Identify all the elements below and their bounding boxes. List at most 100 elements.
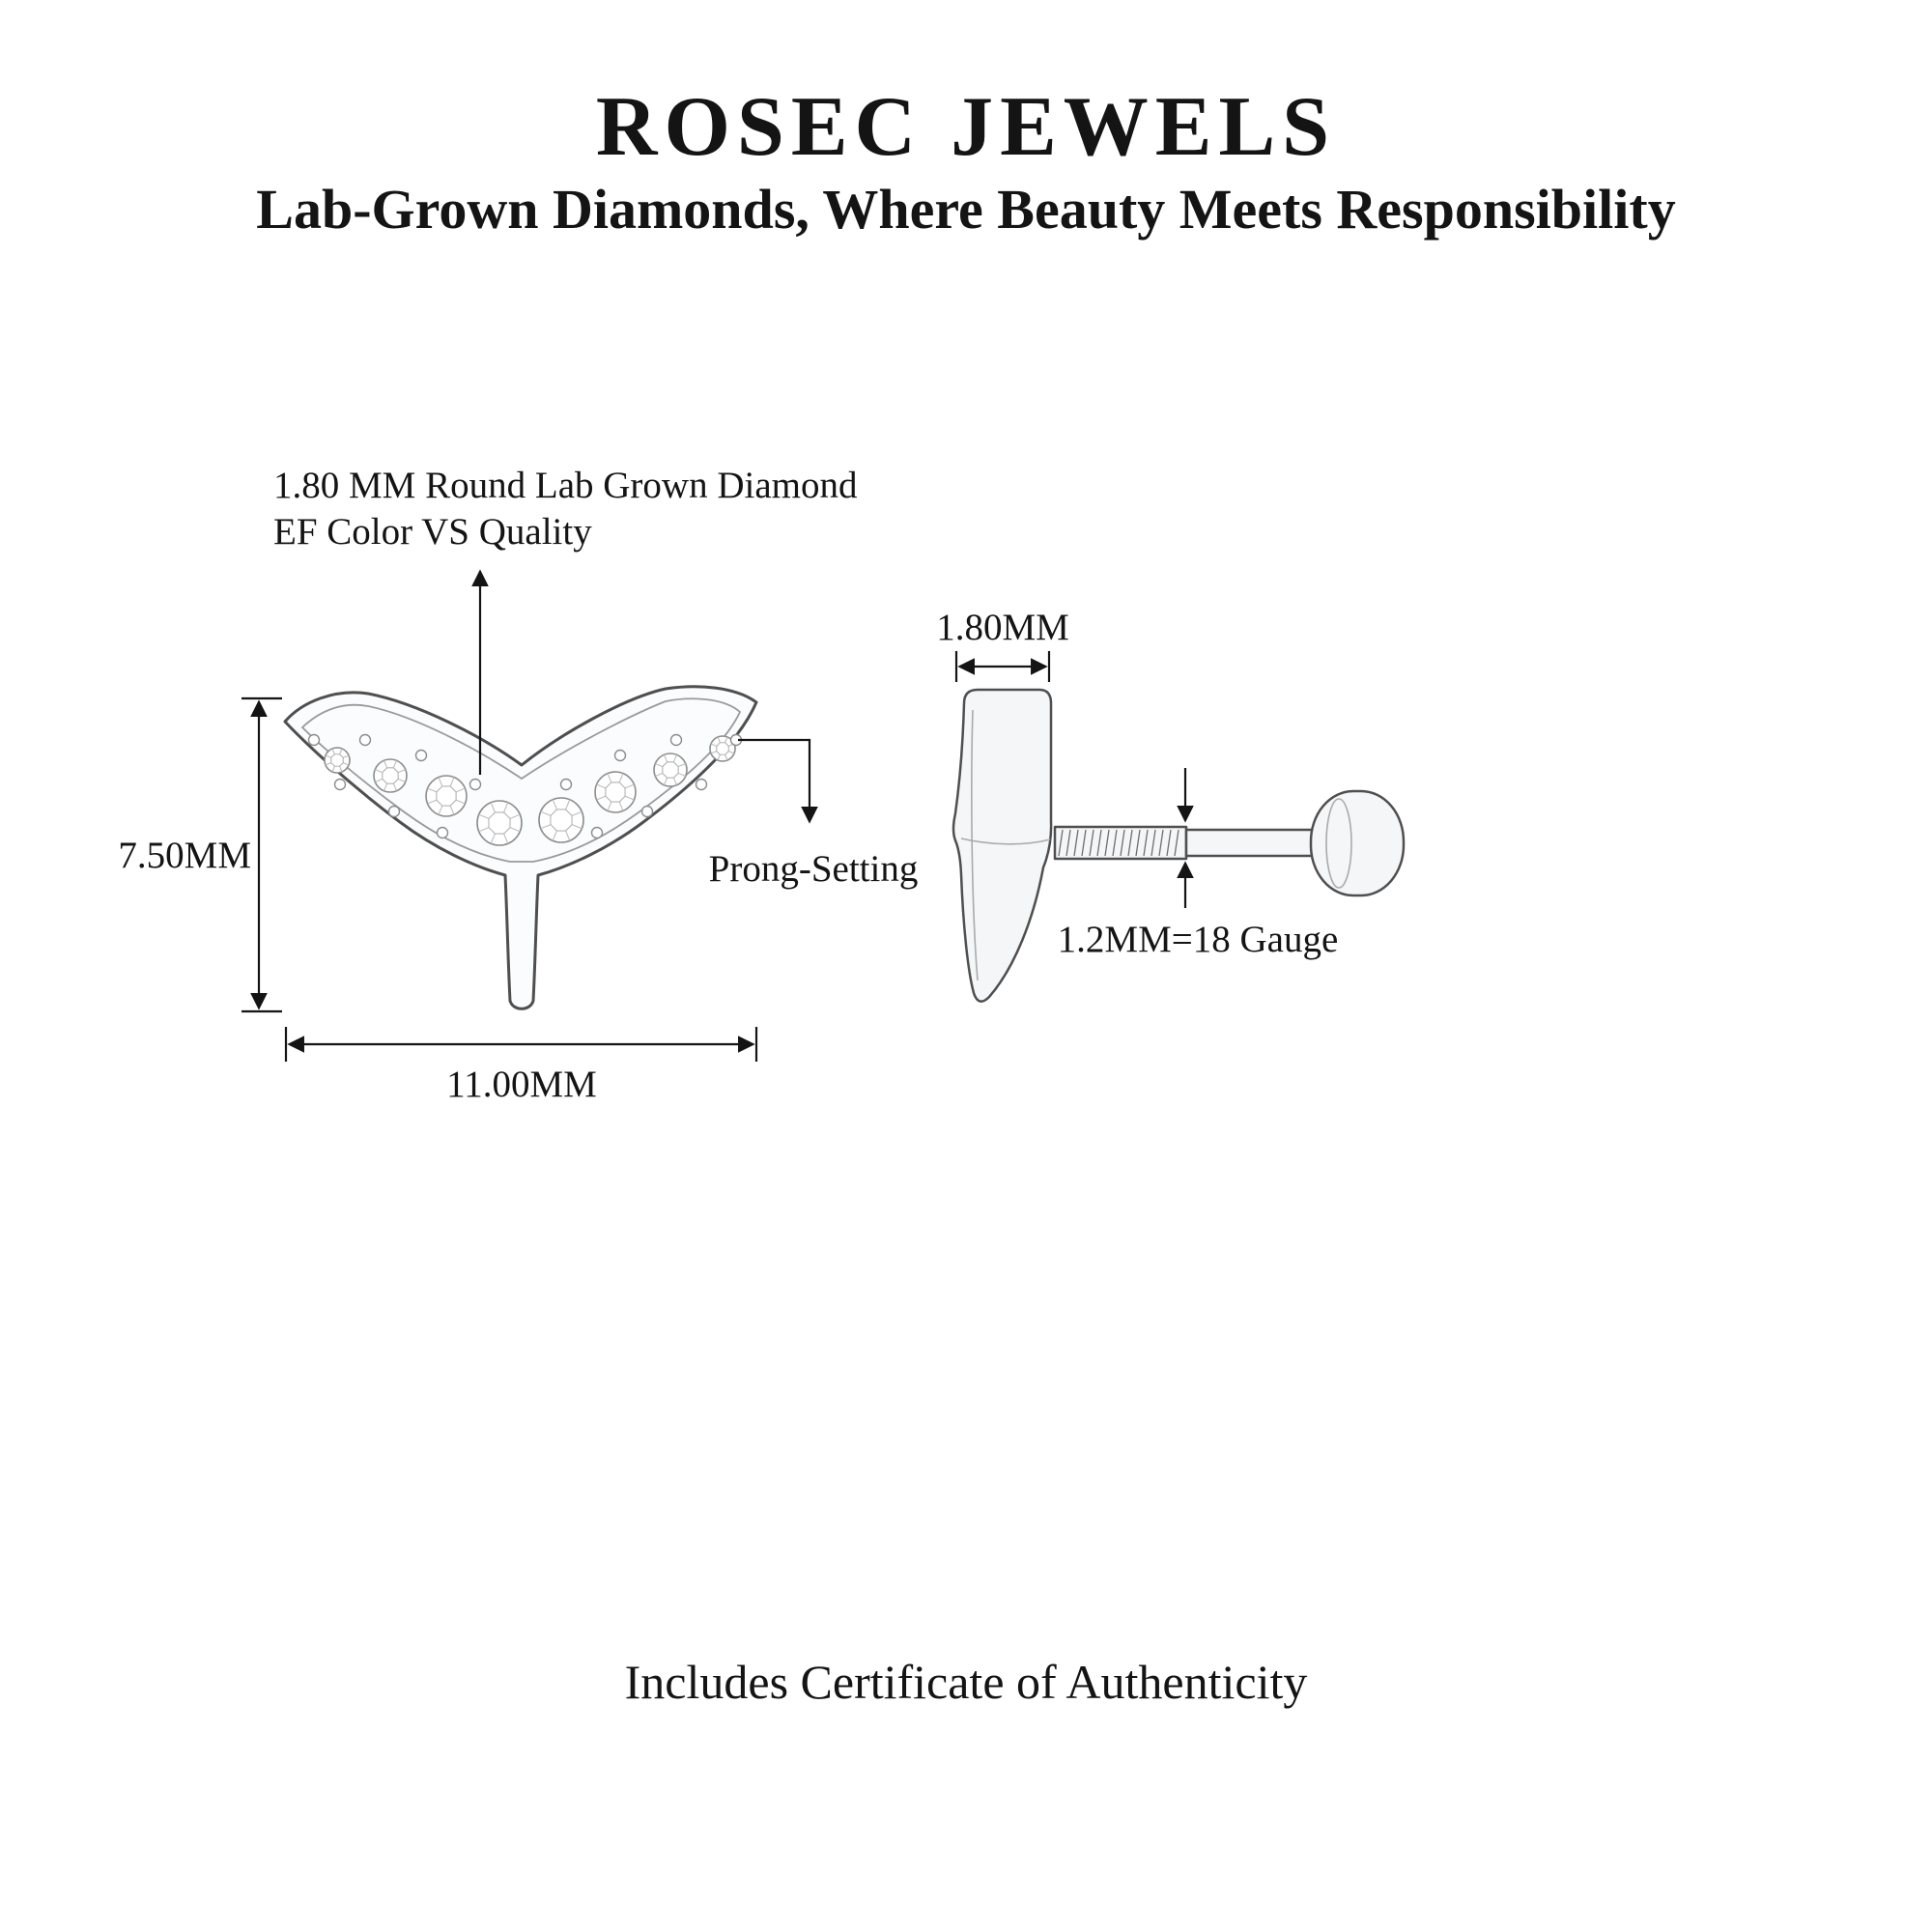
diamond-facet-line: [397, 768, 406, 774]
thread-line: [1089, 829, 1094, 857]
side-divider-line: [960, 838, 1051, 845]
thread-line: [1096, 829, 1102, 857]
diamond-facet-line: [618, 773, 624, 783]
thread-line: [1073, 829, 1079, 857]
diamond-facet-line: [427, 787, 438, 793]
diamond-facet-line: [503, 833, 509, 844]
brand-tagline: Lab-Grown Diamonds, Where Beauty Meets R…: [256, 178, 1675, 241]
diamond-stone: [594, 771, 637, 813]
thread-line: [1174, 829, 1179, 857]
prong-bead: [590, 826, 604, 839]
prong-setting-annotation: Prong-Setting: [709, 738, 919, 890]
diamond-facet-line: [596, 795, 607, 801]
diamond-facet-line: [607, 773, 612, 783]
diamond-facet-line: [724, 736, 728, 743]
prong-setting-label: Prong-Setting: [709, 848, 919, 890]
diamond-table: [716, 742, 729, 755]
diamond-facet-line: [397, 778, 406, 783]
thread-line: [1158, 829, 1164, 857]
diamond-facet-line: [540, 810, 552, 816]
diamond-stone: [538, 797, 584, 843]
prong-bead: [559, 778, 573, 791]
height-label: 7.50MM: [118, 835, 251, 876]
post-pin: [1184, 828, 1316, 858]
diamond-facet-line: [449, 805, 455, 815]
diamond-facet-line: [392, 760, 398, 769]
diamond-stone: [653, 753, 688, 787]
diamond-facet-line: [383, 760, 388, 769]
prong-bead: [333, 778, 347, 791]
diamond-facet-line: [449, 777, 455, 787]
diamond-facet-line: [478, 813, 490, 819]
diamond-facet-line: [624, 783, 635, 789]
prong-bead: [414, 749, 428, 762]
prong-bead: [358, 733, 372, 747]
diamond-facet-line: [717, 754, 721, 761]
diamond-facet-line: [375, 778, 384, 783]
diamond-facet-line: [724, 754, 728, 761]
diamond-facet-line: [509, 813, 521, 819]
thread-line: [1081, 829, 1087, 857]
diamond-facet-line: [565, 830, 571, 841]
prong-bead: [613, 749, 627, 762]
diamond-facet-line: [503, 802, 509, 813]
diamond-facet-line: [478, 827, 490, 833]
diamond-facet-line: [343, 762, 350, 766]
diamond-stone: [476, 800, 523, 846]
prong-bead: [469, 778, 482, 791]
diamond-facet-line: [655, 762, 664, 768]
prong-bead: [695, 778, 708, 791]
gauge-label: 1.2MM=18 Gauge: [1058, 919, 1339, 960]
diamond-facet-line: [331, 748, 335, 754]
thread-line: [1151, 829, 1156, 857]
thread-line: [1112, 829, 1118, 857]
diamond-facet-line: [596, 783, 607, 789]
diamond-facet-line: [552, 830, 557, 841]
stone-note-line2: EF Color VS Quality: [273, 511, 592, 553]
diamond-facet-line: [343, 754, 350, 758]
diamond-facet-line: [490, 833, 496, 844]
diamond-facet-line: [455, 787, 466, 793]
diamond-facet-line: [565, 799, 571, 810]
thread-line: [1104, 829, 1110, 857]
diamond-facet-line: [375, 768, 384, 774]
thread-line: [1166, 829, 1172, 857]
thread-line: [1058, 829, 1064, 857]
diamond-facet-line: [571, 824, 582, 830]
diamond-facet-line: [552, 799, 557, 810]
diamond-facet-line: [672, 754, 678, 763]
post-width-label: 1.80MM: [936, 607, 1069, 648]
diamond-facet-line: [677, 762, 686, 768]
post-width-dimension: 1.80MM: [936, 607, 1069, 682]
thread-line: [1120, 829, 1125, 857]
diamond-facet-line: [455, 799, 466, 805]
height-dimension: 7.50MM: [118, 696, 282, 1013]
diamond-facet-line: [540, 824, 552, 830]
prong-beads: [307, 733, 743, 839]
thread-texture: [1058, 829, 1179, 857]
diamond-facet-line: [392, 782, 398, 791]
diamond-facet-line: [438, 777, 443, 787]
prong-bead: [669, 733, 683, 747]
diamond-facet-line: [663, 754, 668, 763]
diamond-facet-line: [655, 772, 664, 778]
diamond-table: [662, 761, 679, 779]
diamond-facet-line: [728, 751, 735, 754]
diamond-table: [436, 785, 457, 807]
diamond-facet-line: [427, 799, 438, 805]
prong-bead: [640, 805, 654, 818]
diamond-facet-line: [624, 795, 635, 801]
diamond-table: [382, 767, 399, 784]
diamond-facet-line: [672, 777, 678, 785]
whale-tail-outline: [283, 685, 758, 1010]
diamond-facet-line: [571, 810, 582, 816]
diamond-facet-line: [509, 827, 521, 833]
diamond-table: [605, 781, 626, 803]
prong-leader-arrow: [738, 738, 818, 824]
stone-note-line1: 1.80 MM Round Lab Grown Diamond: [273, 465, 858, 506]
diamond-table: [550, 809, 573, 832]
diamond-facet-line: [325, 754, 331, 758]
gauge-annotation: 1.2MM=18 Gauge: [1058, 768, 1339, 960]
tail-side-profile: [952, 688, 1053, 1003]
diamond-stone: [324, 747, 351, 774]
